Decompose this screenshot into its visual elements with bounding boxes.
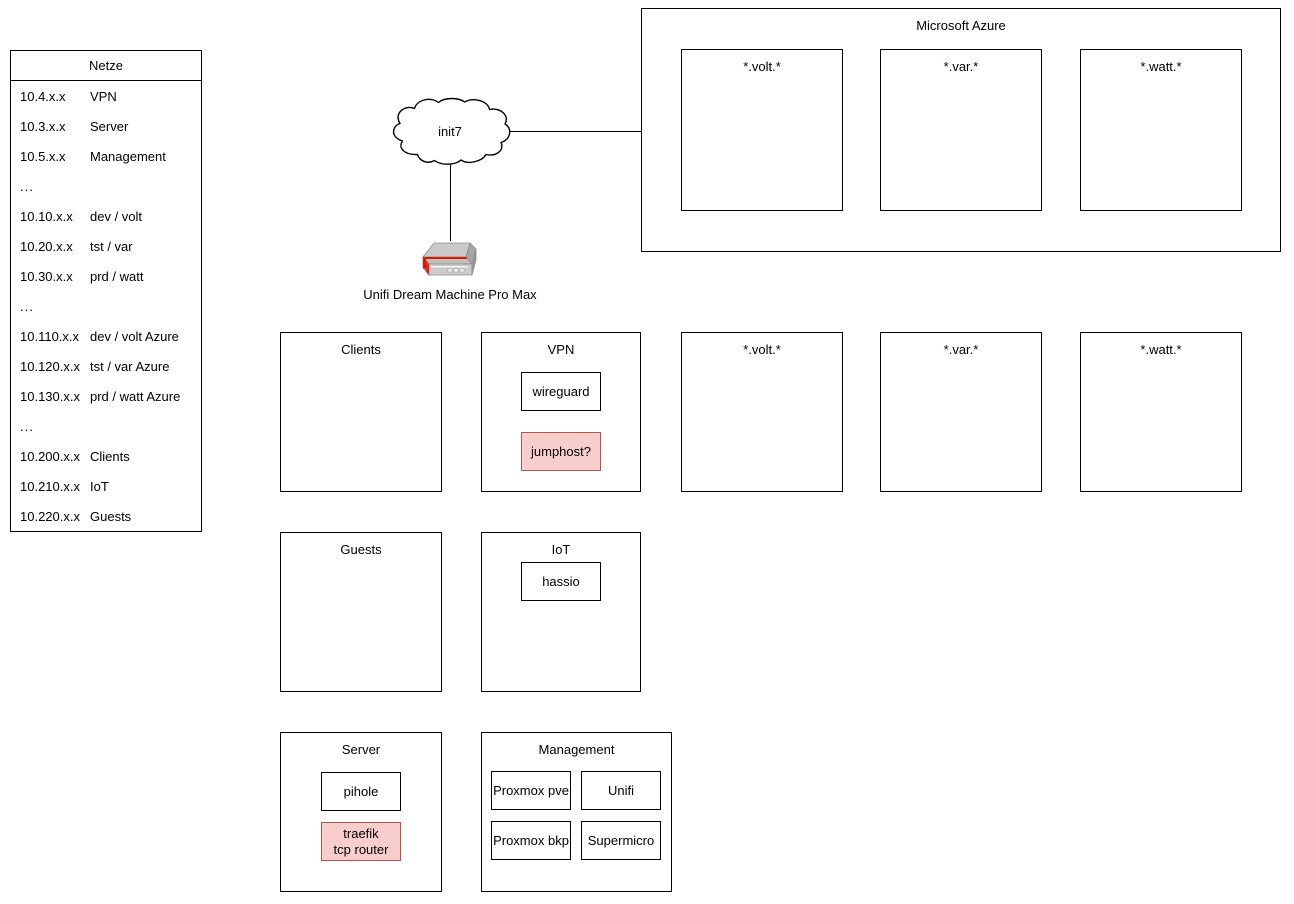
- legend-cidr: 10.120.x.x: [20, 358, 80, 374]
- vlan-management: Management: [481, 732, 672, 892]
- legend-name: prd / watt Azure: [90, 388, 181, 404]
- vlan-guests-title: Guests: [340, 542, 382, 557]
- azure-subnet-volt: *.volt.*: [681, 49, 843, 211]
- azure-subnet-var-title: *.var.*: [943, 59, 979, 74]
- netze-legend-table: Netze 10.4.x.x VPN 10.3.x.x Server 10.5.…: [10, 50, 202, 532]
- node-proxmox-bkp[interactable]: Proxmox bkp: [491, 821, 571, 860]
- legend-row: 10.120.x.x tst / var Azure: [11, 351, 201, 381]
- node-jumphost-label: jumphost?: [531, 443, 591, 459]
- router-label: Unifi Dream Machine Pro Max: [363, 287, 537, 302]
- legend-cidr: 10.210.x.x: [20, 478, 80, 494]
- legend-name: tst / var Azure: [90, 358, 170, 374]
- node-proxmox-pve[interactable]: Proxmox pve: [491, 771, 571, 810]
- azure-subnet-watt: *.watt.*: [1080, 49, 1242, 211]
- legend-name: Management: [90, 148, 166, 164]
- legend-row: 10.200.x.x Clients: [11, 441, 201, 471]
- vlan-volt: *.volt.*: [681, 332, 843, 492]
- node-wireguard-label: wireguard: [532, 383, 590, 399]
- legend-cidr: ...: [20, 298, 34, 314]
- vlan-clients-title: Clients: [341, 342, 381, 357]
- legend-name: IoT: [90, 478, 109, 494]
- node-pihole[interactable]: pihole: [321, 772, 401, 811]
- legend-row: 10.30.x.x prd / watt: [11, 261, 201, 291]
- connector-cloud-to-azure: [508, 131, 641, 132]
- node-supermicro-label: Supermicro: [587, 832, 655, 848]
- azure-title: Microsoft Azure: [916, 18, 1006, 33]
- legend-cidr: 10.130.x.x: [20, 388, 80, 404]
- legend-row-separator: ...: [11, 291, 201, 321]
- legend-title: Netze: [11, 51, 201, 81]
- vlan-watt-title: *.watt.*: [1140, 342, 1182, 357]
- node-hassio[interactable]: hassio: [521, 562, 601, 601]
- legend-name: Guests: [90, 508, 132, 524]
- legend-cidr: ...: [20, 178, 34, 194]
- legend-row: 10.130.x.x prd / watt Azure: [11, 381, 201, 411]
- vlan-management-title: Management: [538, 742, 615, 757]
- legend-rows: 10.4.x.x VPN 10.3.x.x Server 10.5.x.x Ma…: [11, 81, 201, 531]
- node-hassio-label: hassio: [542, 573, 580, 589]
- legend-row-separator: ...: [11, 171, 201, 201]
- legend-row: 10.5.x.x Management: [11, 141, 201, 171]
- legend-row: 10.20.x.x tst / var: [11, 231, 201, 261]
- vlan-guests: Guests: [280, 532, 442, 692]
- legend-cidr: 10.4.x.x: [20, 88, 66, 104]
- legend-row: 10.220.x.x Guests: [11, 501, 201, 531]
- vlan-vpn-title: VPN: [547, 342, 575, 357]
- legend-cidr: 10.220.x.x: [20, 508, 80, 524]
- vlan-watt: *.watt.*: [1080, 332, 1242, 492]
- legend-row: 10.4.x.x VPN: [11, 81, 201, 111]
- node-pihole-label: pihole: [343, 783, 379, 799]
- azure-subnet-watt-title: *.watt.*: [1140, 59, 1182, 74]
- legend-name: Server: [90, 118, 129, 134]
- cloud-icon: [392, 97, 511, 165]
- vlan-iot-title: IoT: [551, 542, 571, 557]
- vlan-var: *.var.*: [880, 332, 1042, 492]
- vlan-server-title: Server: [341, 742, 381, 757]
- legend-cidr: 10.10.x.x: [20, 208, 73, 224]
- node-unifi[interactable]: Unifi: [581, 771, 661, 810]
- legend-name: VPN: [90, 88, 117, 104]
- legend-cidr: 10.3.x.x: [20, 118, 66, 134]
- legend-cidr: 10.5.x.x: [20, 148, 66, 164]
- legend-name: Clients: [90, 448, 130, 464]
- node-unifi-label: Unifi: [607, 782, 634, 798]
- azure-subnet-volt-title: *.volt.*: [743, 59, 781, 74]
- legend-cidr: 10.30.x.x: [20, 268, 73, 284]
- vlan-var-title: *.var.*: [943, 342, 979, 357]
- vlan-server: Server: [280, 732, 442, 892]
- node-jumphost[interactable]: jumphost?: [521, 432, 601, 471]
- node-wireguard[interactable]: wireguard: [521, 372, 601, 411]
- node-proxmox-bkp-label: Proxmox bkp: [493, 832, 569, 848]
- legend-name: dev / volt: [90, 208, 143, 224]
- legend-row: 10.210.x.x IoT: [11, 471, 201, 501]
- legend-row: 10.10.x.x dev / volt: [11, 201, 201, 231]
- vlan-clients: Clients: [280, 332, 442, 492]
- legend-cidr: 10.110.x.x: [20, 328, 80, 344]
- legend-name: prd / watt: [90, 268, 144, 284]
- legend-cidr: 10.20.x.x: [20, 238, 73, 254]
- vlan-volt-title: *.volt.*: [743, 342, 781, 357]
- legend-row-separator: ...: [11, 411, 201, 441]
- legend-name: dev / volt Azure: [90, 328, 179, 344]
- node-supermicro[interactable]: Supermicro: [581, 821, 661, 860]
- router-icon: [422, 242, 477, 277]
- legend-row: 10.110.x.x dev / volt Azure: [11, 321, 201, 351]
- legend-cidr: 10.200.x.x: [20, 448, 80, 464]
- connector-cloud-to-router: [450, 162, 451, 241]
- legend-row: 10.3.x.x Server: [11, 111, 201, 141]
- node-traefik-label: traefik tcp router: [333, 825, 389, 857]
- azure-subnet-var: *.var.*: [880, 49, 1042, 211]
- node-proxmox-pve-label: Proxmox pve: [493, 782, 569, 798]
- vlan-iot: IoT: [481, 532, 641, 692]
- cloud-label: init7: [438, 124, 462, 139]
- legend-cidr: ...: [20, 418, 34, 434]
- legend-name: tst / var: [90, 238, 133, 254]
- node-traefik[interactable]: traefik tcp router: [321, 822, 401, 861]
